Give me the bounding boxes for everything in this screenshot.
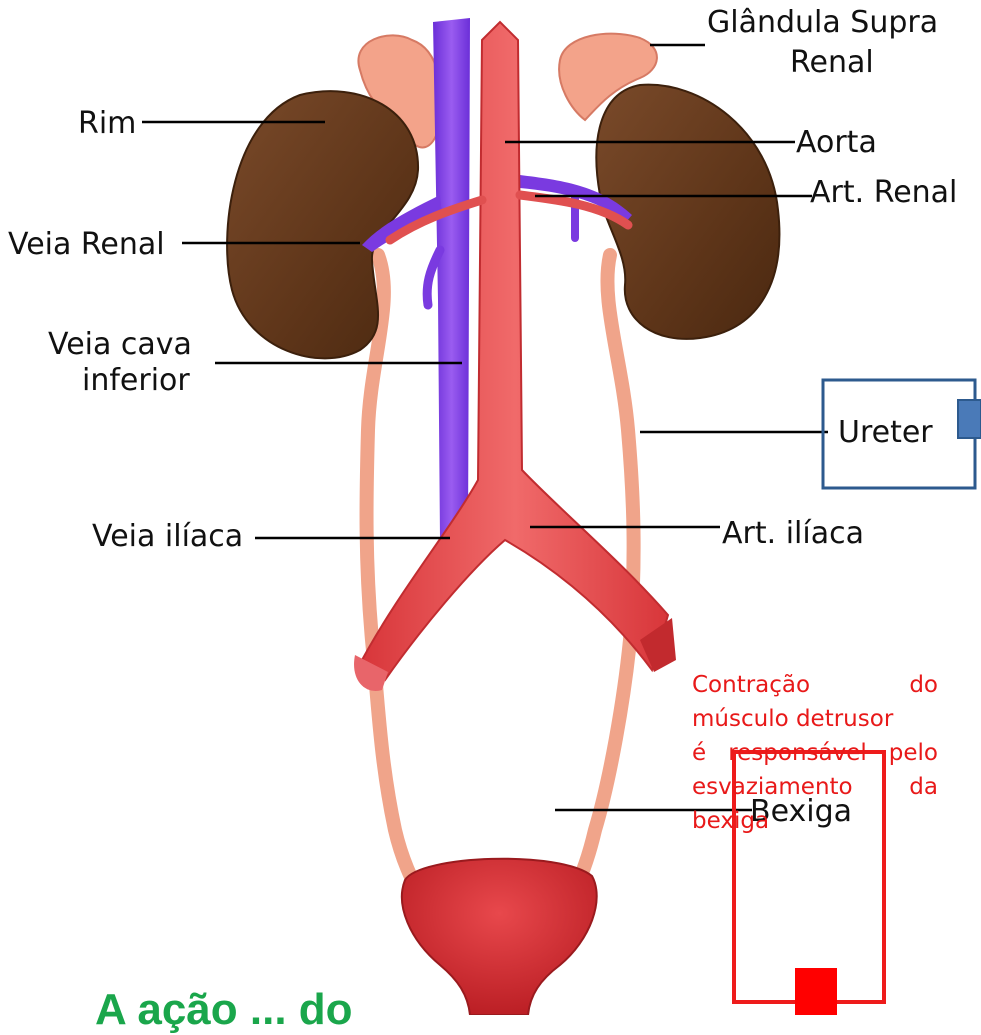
note-line-1: Contração do: [692, 668, 938, 702]
note-line-5: bexiga: [692, 804, 938, 838]
note-line-2: músculo detrusor: [692, 702, 938, 736]
label-glandula-supra-renal-2: Renal: [790, 46, 874, 80]
label-veia-renal: Veia Renal: [8, 228, 165, 262]
bladder: [402, 859, 597, 1015]
label-art-iliaca: Art. ilíaca: [722, 517, 864, 551]
label-rim: Rim: [78, 107, 136, 141]
label-ureter: Ureter: [838, 416, 933, 450]
label-veia-cava-1: Veia cava: [48, 328, 192, 362]
note-line-4: esvaziamento da: [692, 770, 938, 804]
left-ureter: [367, 255, 420, 895]
note-line-3: é responsável pelo: [692, 736, 938, 770]
label-veia-cava-2: inferior: [82, 364, 190, 398]
label-glandula-supra-renal-1: Glândula Supra: [707, 6, 938, 40]
label-aorta: Aorta: [796, 126, 877, 160]
label-art-renal: Art. Renal: [810, 176, 957, 210]
detrusor-note: Contração do músculo detrusor é responsá…: [692, 668, 938, 838]
bottom-cutoff-heading: A ação ... do: [95, 985, 353, 1035]
label-veia-iliaca: Veia ilíaca: [92, 520, 243, 554]
bexiga-box-tab: [795, 968, 837, 1015]
ureter-box-tab: [958, 400, 981, 438]
vena-cava-inferior: [433, 18, 470, 540]
